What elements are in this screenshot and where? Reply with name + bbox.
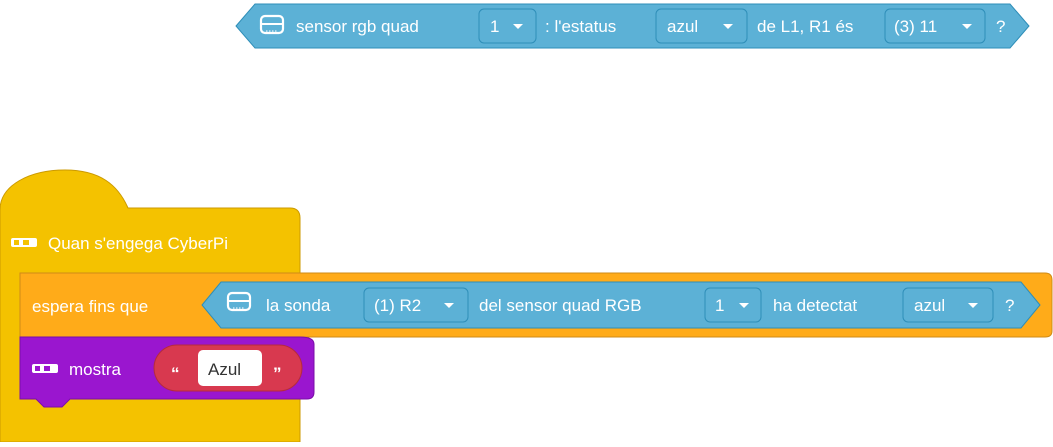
- condition-label-probe: la sonda: [266, 296, 331, 315]
- color-dropdown[interactable]: azul: [902, 287, 994, 323]
- condition-question-mark: ?: [1005, 296, 1014, 315]
- cyberpi-icon: [11, 238, 37, 247]
- dropdown-value: 1: [715, 296, 724, 315]
- wait-until-block[interactable]: espera fins que la sonda (1) R2 del sens…: [19, 272, 1053, 338]
- hat-block-label: Quan s'engega CyberPi: [48, 234, 228, 253]
- sensor-status-reporter-block[interactable]: sensor rgb quad 1 : l'estatus azul de L1…: [235, 3, 1030, 49]
- sensor-number-dropdown[interactable]: 1: [478, 8, 537, 44]
- reporter-label-led: de L1, R1 és: [757, 17, 853, 36]
- text-value-input[interactable]: Azul: [198, 350, 262, 386]
- probe-dropdown[interactable]: (1) R2: [363, 287, 469, 323]
- close-quote-icon: ”: [273, 364, 282, 383]
- sensor-icon: [259, 14, 285, 35]
- open-quote-icon: “: [171, 364, 180, 383]
- condition-label-sensor: del sensor quad RGB: [479, 296, 642, 315]
- led-dropdown[interactable]: (3) 11: [884, 8, 986, 44]
- text-value: Azul: [208, 360, 241, 379]
- color-dropdown[interactable]: azul: [655, 8, 748, 44]
- cyberpi-icon: [32, 364, 58, 373]
- reporter-label-status: : l'estatus: [545, 17, 616, 36]
- dropdown-value: (3) 11: [894, 17, 937, 36]
- condition-label-detected: ha detectat: [773, 296, 857, 315]
- dropdown-value: azul: [667, 17, 698, 36]
- reporter-label-sensor: sensor rgb quad: [296, 17, 419, 36]
- show-text-block[interactable]: mostra “ Azul ”: [19, 336, 315, 408]
- wait-until-label: espera fins que: [32, 297, 148, 316]
- text-string-reporter[interactable]: “ Azul ”: [153, 344, 303, 392]
- dropdown-value: (1) R2: [374, 296, 421, 315]
- probe-detected-condition[interactable]: la sonda (1) R2 del sensor quad RGB 1 ha…: [201, 281, 1041, 329]
- dropdown-value: azul: [914, 296, 945, 315]
- dropdown-value: 1: [490, 17, 499, 36]
- sensor-icon: [226, 291, 252, 312]
- sensor-number-dropdown[interactable]: 1: [704, 287, 762, 323]
- show-block-label: mostra: [69, 360, 122, 379]
- reporter-question-mark: ?: [996, 17, 1005, 36]
